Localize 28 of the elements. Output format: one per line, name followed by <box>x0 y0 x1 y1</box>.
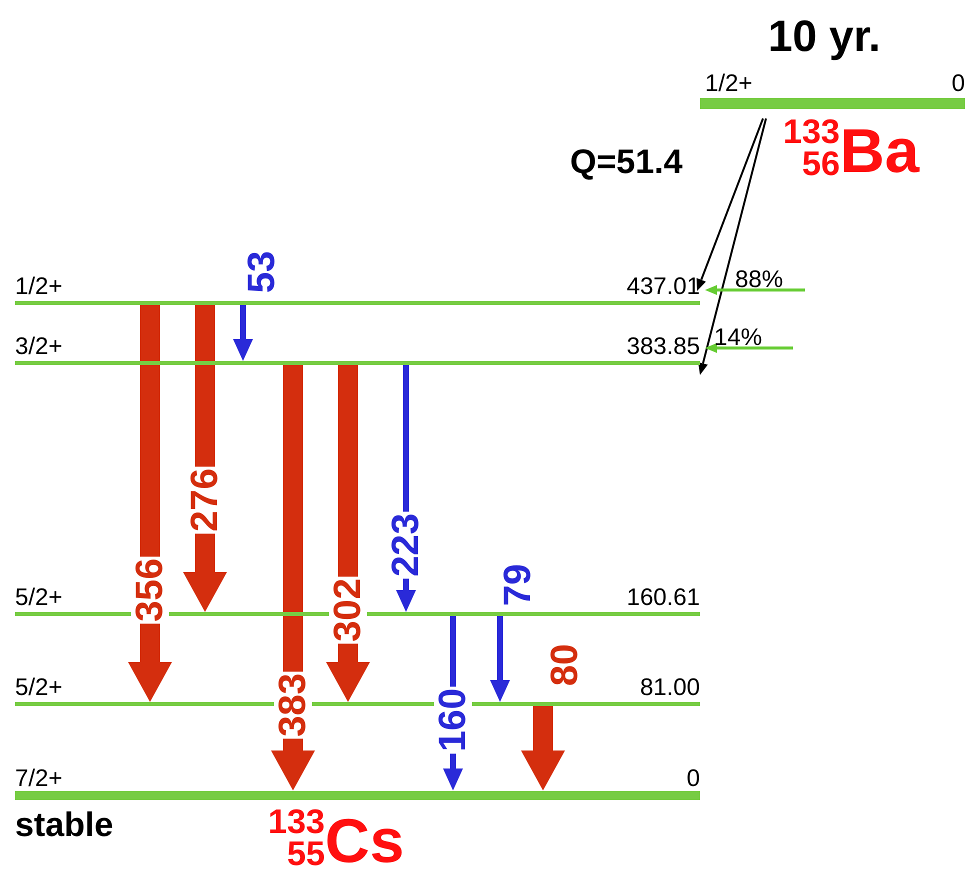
arrow <box>521 706 565 790</box>
spin-label: 3/2+ <box>15 335 62 359</box>
arrow <box>233 305 253 361</box>
arrow <box>705 343 793 353</box>
edge-label: 302 <box>329 576 367 644</box>
energy-label: 437.01 <box>626 275 700 299</box>
half-life-label: 10 yr. <box>768 15 881 59</box>
q-value-label: Q=51.4 <box>570 145 682 179</box>
arrow <box>490 616 510 702</box>
energy-label: 160.61 <box>626 586 700 610</box>
arrow <box>705 285 805 295</box>
stability-label: stable <box>15 808 114 842</box>
energy-label: 0 <box>952 72 965 96</box>
spin-label: 7/2+ <box>15 767 62 791</box>
spin-label: 5/2+ <box>15 676 62 700</box>
arrow <box>698 118 767 375</box>
spin-label: 1/2+ <box>15 275 62 299</box>
edge-label: 356 <box>131 556 169 624</box>
edge-label: 14% <box>714 326 762 350</box>
spin-label: 1/2+ <box>705 72 752 96</box>
edge-label: 88% <box>735 268 784 292</box>
edge-label: 383 <box>274 671 312 739</box>
edge-label: 160 <box>434 686 472 754</box>
energy-label: 81.00 <box>640 676 700 700</box>
energy-label: 383.85 <box>626 335 700 359</box>
energy-label: 0 <box>686 767 700 791</box>
spin-label: 5/2+ <box>15 586 62 610</box>
arrow <box>696 118 764 291</box>
